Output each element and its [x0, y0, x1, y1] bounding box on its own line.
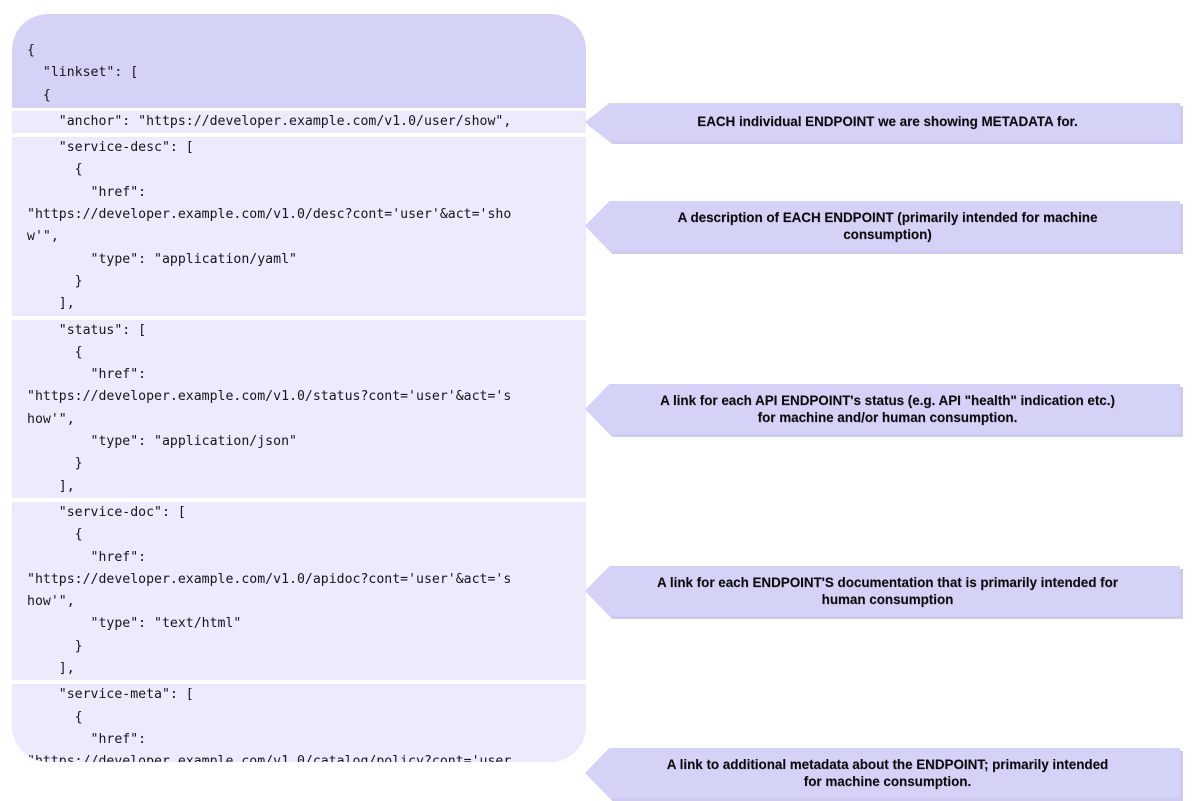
code-line: "type": "application/yaml" — [27, 251, 297, 267]
code-line: "href": — [27, 367, 147, 383]
code-line: { — [27, 162, 83, 178]
code-line: "https://developer.example.com/v1.0/apid… — [27, 571, 512, 587]
code-line: how'", — [27, 411, 75, 427]
code-line: "status": [ — [27, 322, 147, 338]
code-group-group-service-desc: "service-desc": [ { "href": "https://deve… — [12, 137, 586, 316]
code-line: "https://developer.example.com/v1.0/stat… — [27, 389, 512, 405]
code-line: "service-desc": [ — [27, 140, 194, 156]
code-line: "type": "text/html" — [27, 616, 242, 632]
json-code-panel: { "linkset": [ { "anchor": "https://deve… — [12, 14, 586, 762]
code-line: ], — [27, 478, 75, 494]
callout-service-meta: A link to additional metadata about the … — [585, 748, 1180, 798]
code-line-stack: { "linkset": [ { "anchor": "https://deve… — [12, 14, 586, 762]
code-line: "service-meta": [ — [27, 687, 194, 703]
code-line: "anchor": "https://developer.example.com… — [27, 113, 512, 129]
callout-anchor: EACH individual ENDPOINT we are showing … — [585, 103, 1180, 141]
callout-anchor-label: EACH individual ENDPOINT we are showing … — [697, 114, 1078, 130]
code-line: ], — [27, 661, 75, 677]
callout-status-label: A link for each API ENDPOINT's status (e… — [660, 392, 1115, 426]
code-line: "href": — [27, 184, 147, 200]
code-line: } — [27, 456, 83, 472]
code-line: "href": — [27, 731, 147, 747]
code-line: } — [27, 638, 83, 654]
code-group-group-anchor: "anchor": "https://developer.example.com… — [12, 110, 586, 134]
code-group-group-status: "status": [ { "href": "https://developer.… — [12, 319, 586, 498]
code-line: { — [27, 709, 83, 725]
code-group-group-prelude: { "linkset": [ { — [12, 40, 586, 107]
code-line: "https://developer.example.com/v1.0/desc… — [27, 207, 512, 223]
code-line: "service-doc": [ — [27, 504, 186, 520]
callout-service-doc-label: A link for each ENDPOINT'S documentation… — [657, 574, 1119, 608]
callout-service-desc-label: A description of EACH ENDPOINT (primaril… — [677, 209, 1098, 243]
code-group-group-service-doc: "service-doc": [ { "href": "https://devel… — [12, 501, 586, 681]
code-line: "linkset": [ — [27, 65, 139, 81]
code-line: "href": — [27, 549, 147, 565]
code-line: w'", — [27, 229, 59, 245]
callout-service-desc: A description of EACH ENDPOINT (primaril… — [585, 201, 1180, 251]
callout-service-meta-label: A link to additional metadata about the … — [666, 756, 1109, 790]
code-line: } — [27, 273, 83, 289]
callout-status: A link for each API ENDPOINT's status (e… — [585, 384, 1180, 434]
callout-service-doc: A link for each ENDPOINT'S documentation… — [585, 566, 1180, 616]
code-line: "type": "application/json" — [27, 434, 297, 450]
code-line: ], — [27, 296, 75, 312]
code-line: "https://developer.example.com/v1.0/cata… — [27, 754, 512, 762]
code-line: { — [27, 527, 83, 543]
code-line: { — [27, 43, 35, 58]
code-line: { — [27, 87, 51, 103]
code-line: how'", — [27, 594, 75, 610]
code-group-group-service-meta: "service-meta": [ { "href": "https://deve… — [12, 684, 586, 762]
code-line: { — [27, 344, 83, 360]
